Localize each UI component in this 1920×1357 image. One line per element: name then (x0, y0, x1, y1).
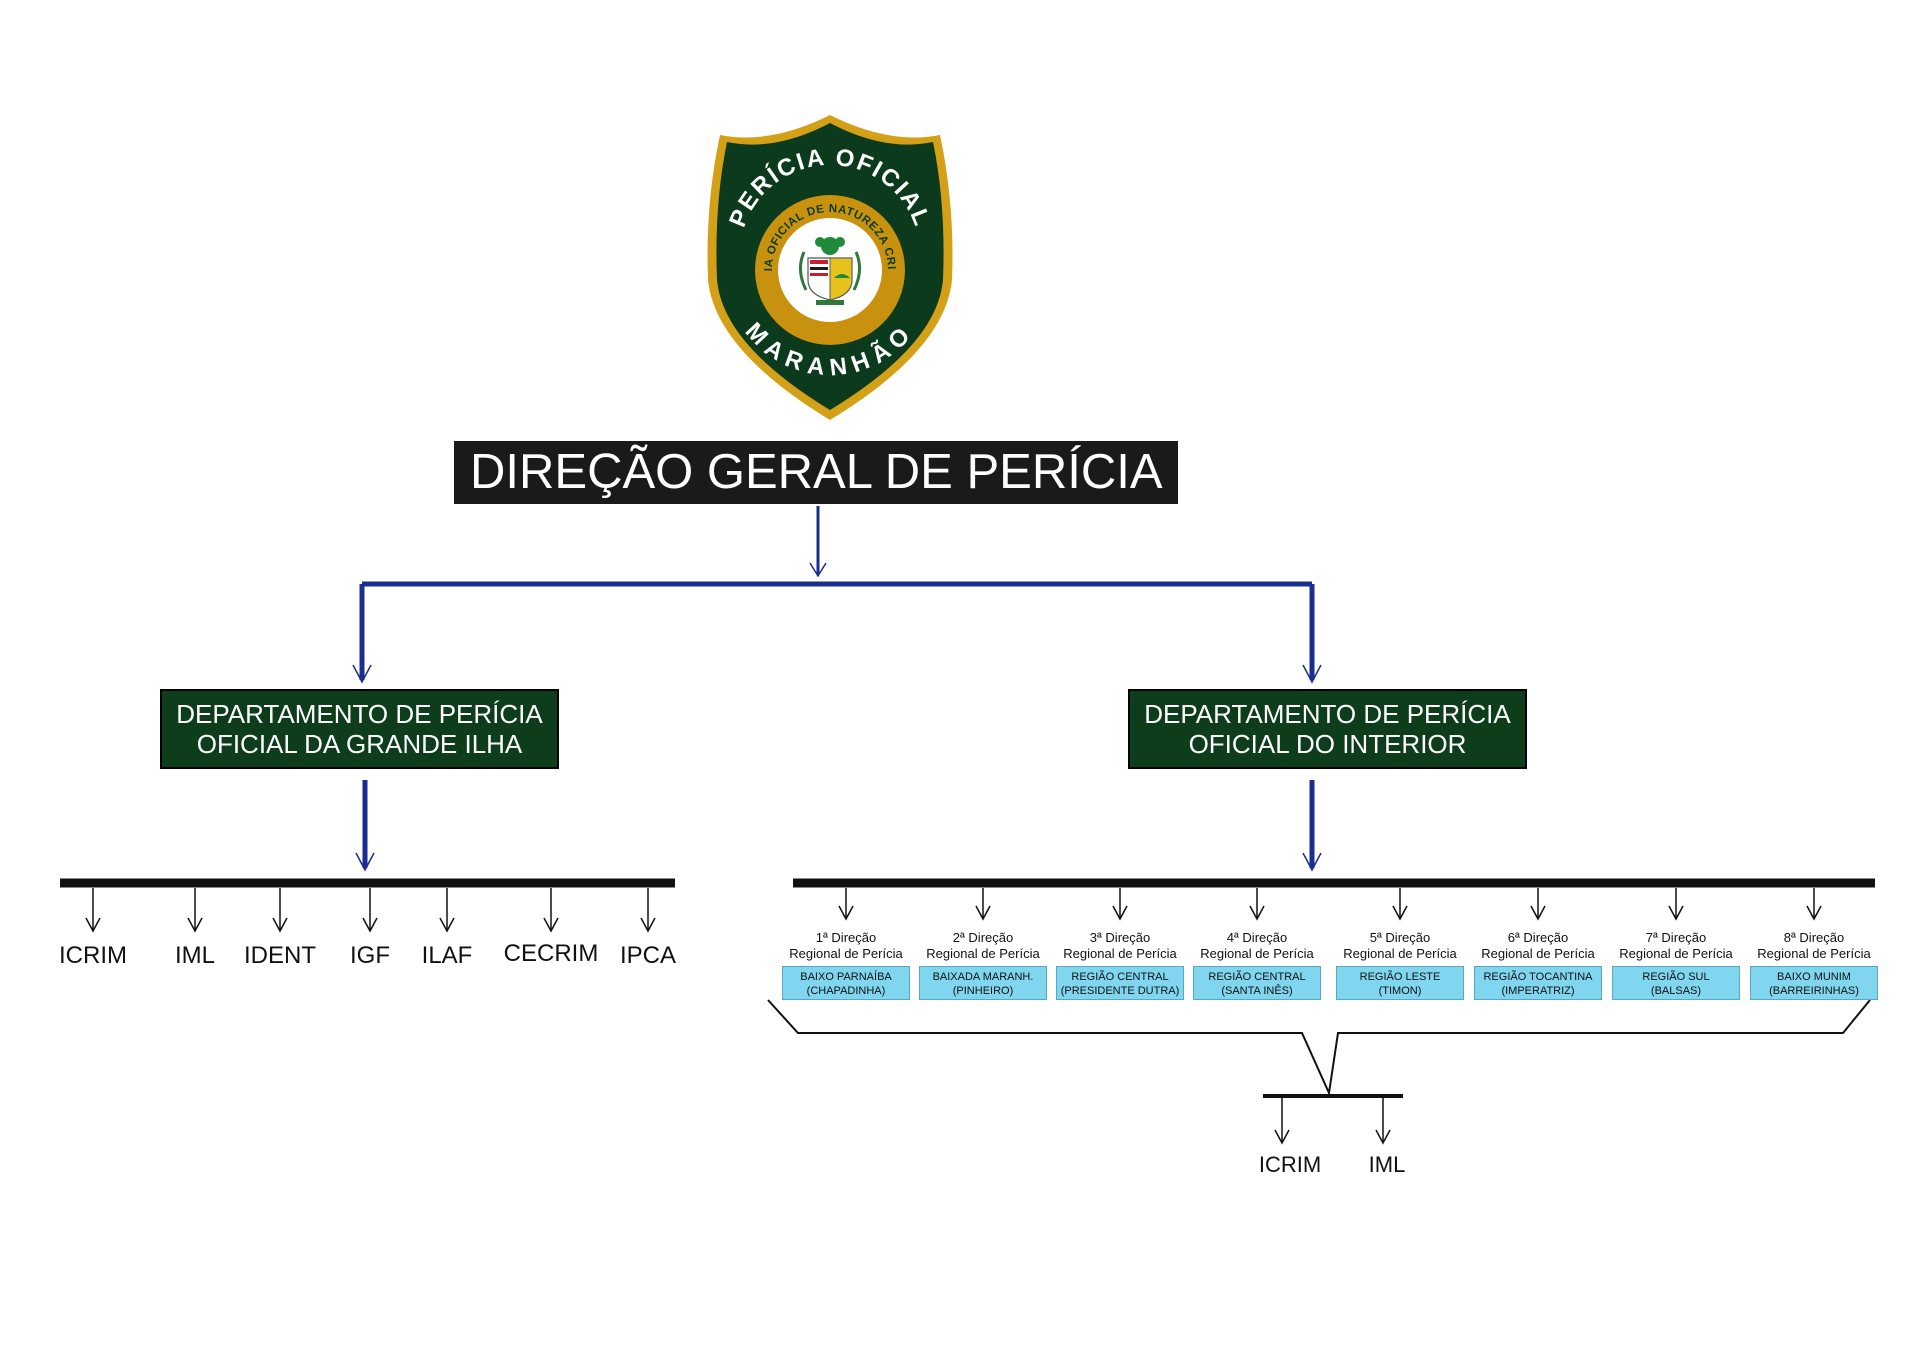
grande-ilha-drops (85, 888, 656, 933)
dept-grande-ilha-line1: DEPARTAMENTO DE PERÍCIA (176, 699, 543, 729)
regional-region-box: REGIÃO CENTRAL(SANTA INÊS) (1193, 966, 1321, 1000)
dept-interior-line2: OFICIAL DO INTERIOR (1188, 729, 1467, 759)
regional-region-line: REGIÃO SUL (1642, 970, 1710, 983)
regional-region-box: BAIXO PARNAÍBA(CHAPADINHA) (782, 966, 910, 1000)
grande-ilha-unit: IGF (350, 942, 390, 969)
regional-region-line: BAIXADA MARANH. (932, 970, 1034, 983)
regional-region-box: BAIXADA MARANH.(PINHEIRO) (919, 966, 1047, 1000)
regional-drops (838, 888, 1822, 921)
regional-heading-line: 8ª Direção (1783, 930, 1845, 945)
regional-heading-line: 6ª Direção (1507, 930, 1569, 945)
arrowhead-icon (439, 917, 455, 933)
shield-emblem-icon: PERÍCIA OFICIAL DE NATUREZA CRIMINAL PER… (680, 105, 953, 420)
arrowhead-icon (1274, 1129, 1290, 1145)
main-direction-box: DIREÇÃO GERAL DE PERÍCIA (454, 441, 1178, 504)
regional-region-box: REGIÃO TOCANTINA(IMPERATRIZ) (1474, 966, 1602, 1000)
regional-heading-line: Regional de Perícia (1063, 946, 1177, 961)
arrowhead-icon (1249, 905, 1265, 921)
regional-region-box: BAIXO MUNIM(BARREIRINHAS) (1750, 966, 1878, 1000)
regional-region-line: (PINHEIRO) (952, 984, 1014, 997)
arrowhead-icon (640, 917, 656, 933)
regional-region-box: REGIÃO CENTRAL(PRESIDENTE DUTRA) (1056, 966, 1184, 1000)
arrowhead-icon (543, 917, 559, 933)
main-direction-title: DIREÇÃO GERAL DE PERÍCIA (470, 445, 1163, 499)
arrowhead-icon (1530, 905, 1546, 921)
regional-heading-line: 3ª Direção (1089, 930, 1151, 945)
arrowhead-icon (1302, 852, 1322, 872)
regional-region-line: REGIÃO LESTE (1359, 970, 1441, 983)
regional-heading-line: 4ª Direção (1226, 930, 1288, 945)
regional-region-line: REGIÃO CENTRAL (1071, 970, 1169, 983)
arrowhead-icon (975, 905, 991, 921)
regional-heading-line: 2ª Direção (952, 930, 1014, 945)
regional-heading-line: Regional de Perícia (926, 946, 1040, 961)
dept-interior-line1: DEPARTAMENTO DE PERÍCIA (1144, 699, 1511, 729)
regional-region-line: (TIMON) (1378, 984, 1422, 997)
regional-heading-line: Regional de Perícia (1343, 946, 1457, 961)
interior-unit-iml: IML (1368, 1152, 1406, 1177)
regional-region-line: REGIÃO CENTRAL (1208, 970, 1306, 983)
arrowhead-icon (1375, 1129, 1391, 1145)
arrowhead-icon (85, 917, 101, 933)
regional-bracket (767, 999, 1871, 1097)
regional-heading-line: Regional de Perícia (1200, 946, 1314, 961)
arrowhead-icon (1302, 664, 1322, 684)
regional-heading-line: Regional de Perícia (1481, 946, 1595, 961)
dept-grande-ilha: DEPARTAMENTO DE PERÍCIA OFICIAL DA GRAND… (160, 689, 559, 769)
regional-region-line: REGIÃO TOCANTINA (1483, 970, 1593, 983)
arrowhead-icon (272, 917, 288, 933)
dept-grande-ilha-line2: OFICIAL DA GRANDE ILHA (196, 729, 523, 759)
regional-region-line: (PRESIDENTE DUTRA) (1060, 984, 1180, 997)
regional-heading-line: Regional de Perícia (789, 946, 903, 961)
regional-region-line: BAIXO MUNIM (1777, 970, 1851, 983)
regional-region-line: (BALSAS) (1650, 984, 1702, 997)
arrowhead-icon (362, 917, 378, 933)
arrowhead-icon (1668, 905, 1684, 921)
regional-region-line: (SANTA INÊS) (1221, 984, 1293, 997)
grande-ilha-unit: IPCA (619, 942, 677, 969)
regional-region-line: BAIXO PARNAÍBA (800, 970, 892, 983)
regional-region-line: (IMPERATRIZ) (1501, 984, 1575, 997)
regional-region-line: (CHAPADINHA) (806, 984, 886, 997)
arrowhead-icon (355, 852, 375, 872)
grande-ilha-unit: ICRIM (59, 942, 127, 969)
grande-ilha-unit: IDENT (244, 942, 316, 969)
regional-heading-line: 7ª Direção (1645, 930, 1707, 945)
regional-heading-line: 5ª Direção (1369, 930, 1431, 945)
dept-interior: DEPARTAMENTO DE PERÍCIA OFICIAL DO INTER… (1128, 689, 1527, 769)
arrowhead-icon (187, 917, 203, 933)
arrowhead-icon (352, 664, 372, 684)
grande-ilha-unit: IML (174, 942, 216, 969)
grande-ilha-unit: CECRIM (503, 940, 599, 967)
regional-heading-line: Regional de Perícia (1619, 946, 1733, 961)
regional-heading-line: 1ª Direção (815, 930, 877, 945)
grande-ilha-unit: ILAF (421, 942, 473, 969)
arrowhead-icon (809, 562, 827, 578)
arrowhead-icon (838, 905, 854, 921)
regional-region-line: (BARREIRINHAS) (1769, 984, 1859, 997)
arrowhead-icon (1392, 905, 1408, 921)
regional-region-box: REGIÃO LESTE(TIMON) (1336, 966, 1464, 1000)
arrowhead-icon (1112, 905, 1128, 921)
regional-heading-line: Regional de Perícia (1757, 946, 1871, 961)
arrowhead-icon (1806, 905, 1822, 921)
regional-region-box: REGIÃO SUL(BALSAS) (1612, 966, 1740, 1000)
interior-unit-icrim: ICRIM (1258, 1152, 1322, 1177)
